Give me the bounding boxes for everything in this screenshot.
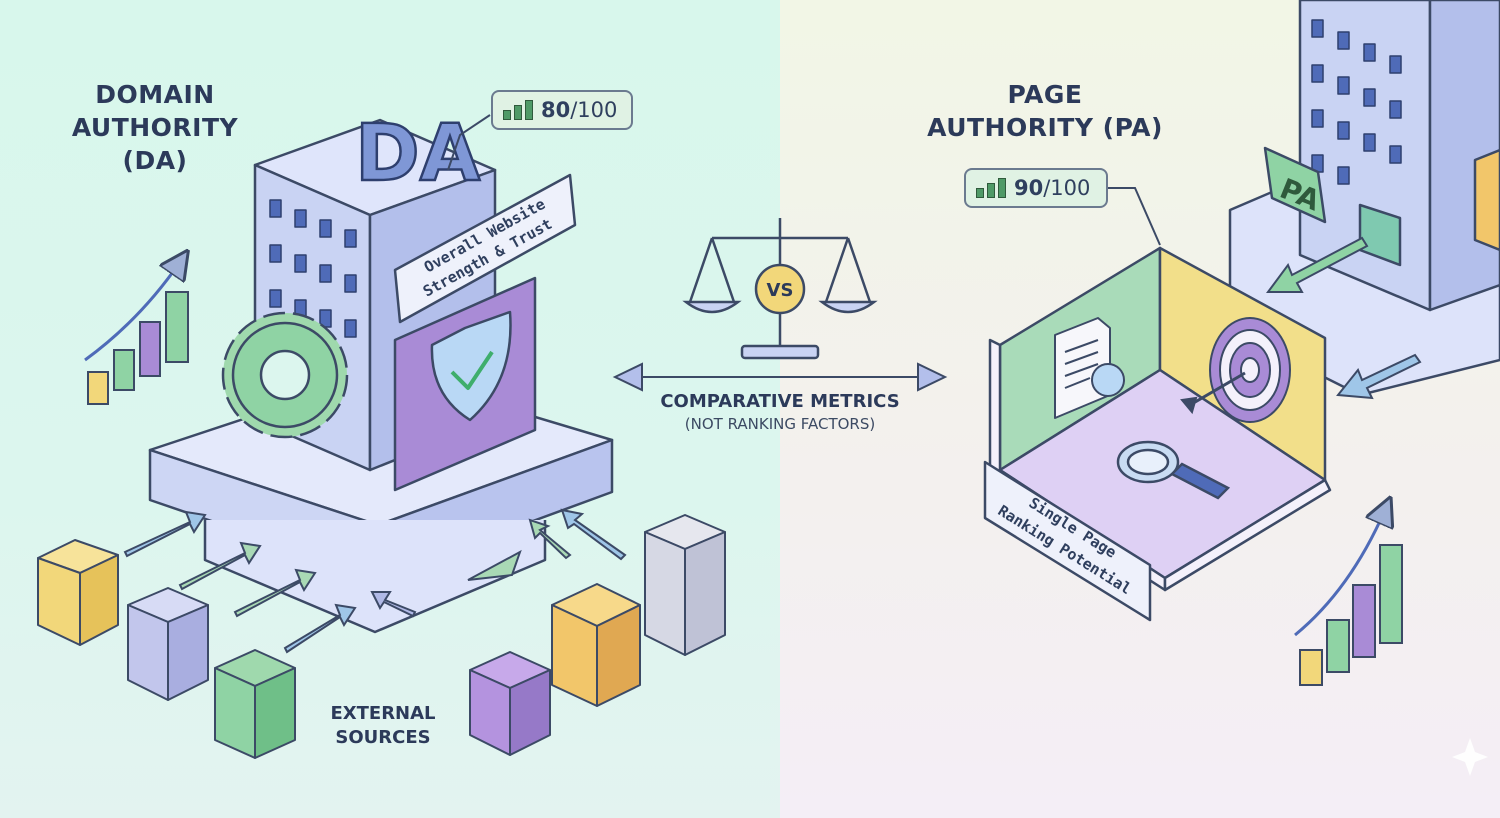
pa-heading: PAGE AUTHORITY (PA)	[925, 78, 1165, 144]
gear-icon	[221, 311, 349, 439]
external-sources-line1: EXTERNAL	[330, 703, 436, 724]
pa-score-value: 90	[1014, 176, 1044, 200]
balance-scale-icon	[682, 218, 878, 360]
comparison-double-arrow	[612, 362, 948, 392]
pa-score-badge: 90/100	[964, 168, 1108, 208]
pa-incoming-arrows	[1266, 236, 1422, 400]
vs-label: VS	[767, 280, 794, 301]
da-score-value: 80	[541, 98, 571, 122]
da-heading: DOMAIN AUTHORITY (DA)	[40, 78, 270, 177]
pa-badge-connector	[1108, 187, 1161, 246]
external-sources-label: EXTERNAL SOURCES	[318, 702, 448, 750]
signal-bars-icon	[503, 100, 533, 120]
da-heading-line2: AUTHORITY (DA)	[71, 113, 239, 175]
pa-heading-line1: PAGE	[1007, 80, 1083, 109]
shield-panel	[393, 276, 537, 492]
da-badge-connector	[447, 114, 491, 171]
pa-score-total: /100	[1043, 176, 1091, 200]
magnifier-icon	[1116, 440, 1231, 500]
external-source-buildings	[37, 514, 726, 759]
external-link-arrows	[123, 508, 627, 654]
pa-heading-line2: AUTHORITY (PA)	[927, 113, 1163, 142]
da-growth-chart-icon	[84, 262, 188, 405]
da-score-badge: 80/100	[491, 90, 633, 130]
pa-flag	[1263, 146, 1327, 224]
document-icon	[1054, 317, 1125, 419]
external-sources-line2: SOURCES	[335, 727, 431, 748]
comparison-subtitle: (NOT RANKING FACTORS)	[684, 415, 876, 433]
signal-bars-icon	[976, 178, 1006, 198]
pa-growth-chart-icon	[1294, 510, 1403, 686]
da-building-letters: DA	[355, 109, 480, 199]
da-heading-line1: DOMAIN	[95, 80, 215, 109]
da-score-total: /100	[570, 98, 618, 122]
sparkle-icon	[1452, 738, 1488, 776]
comparison-label: COMPARATIVE METRICS (NOT RANKING FACTORS…	[630, 391, 930, 433]
comparison-title: COMPARATIVE METRICS	[660, 391, 900, 412]
target-icon	[1180, 317, 1291, 423]
